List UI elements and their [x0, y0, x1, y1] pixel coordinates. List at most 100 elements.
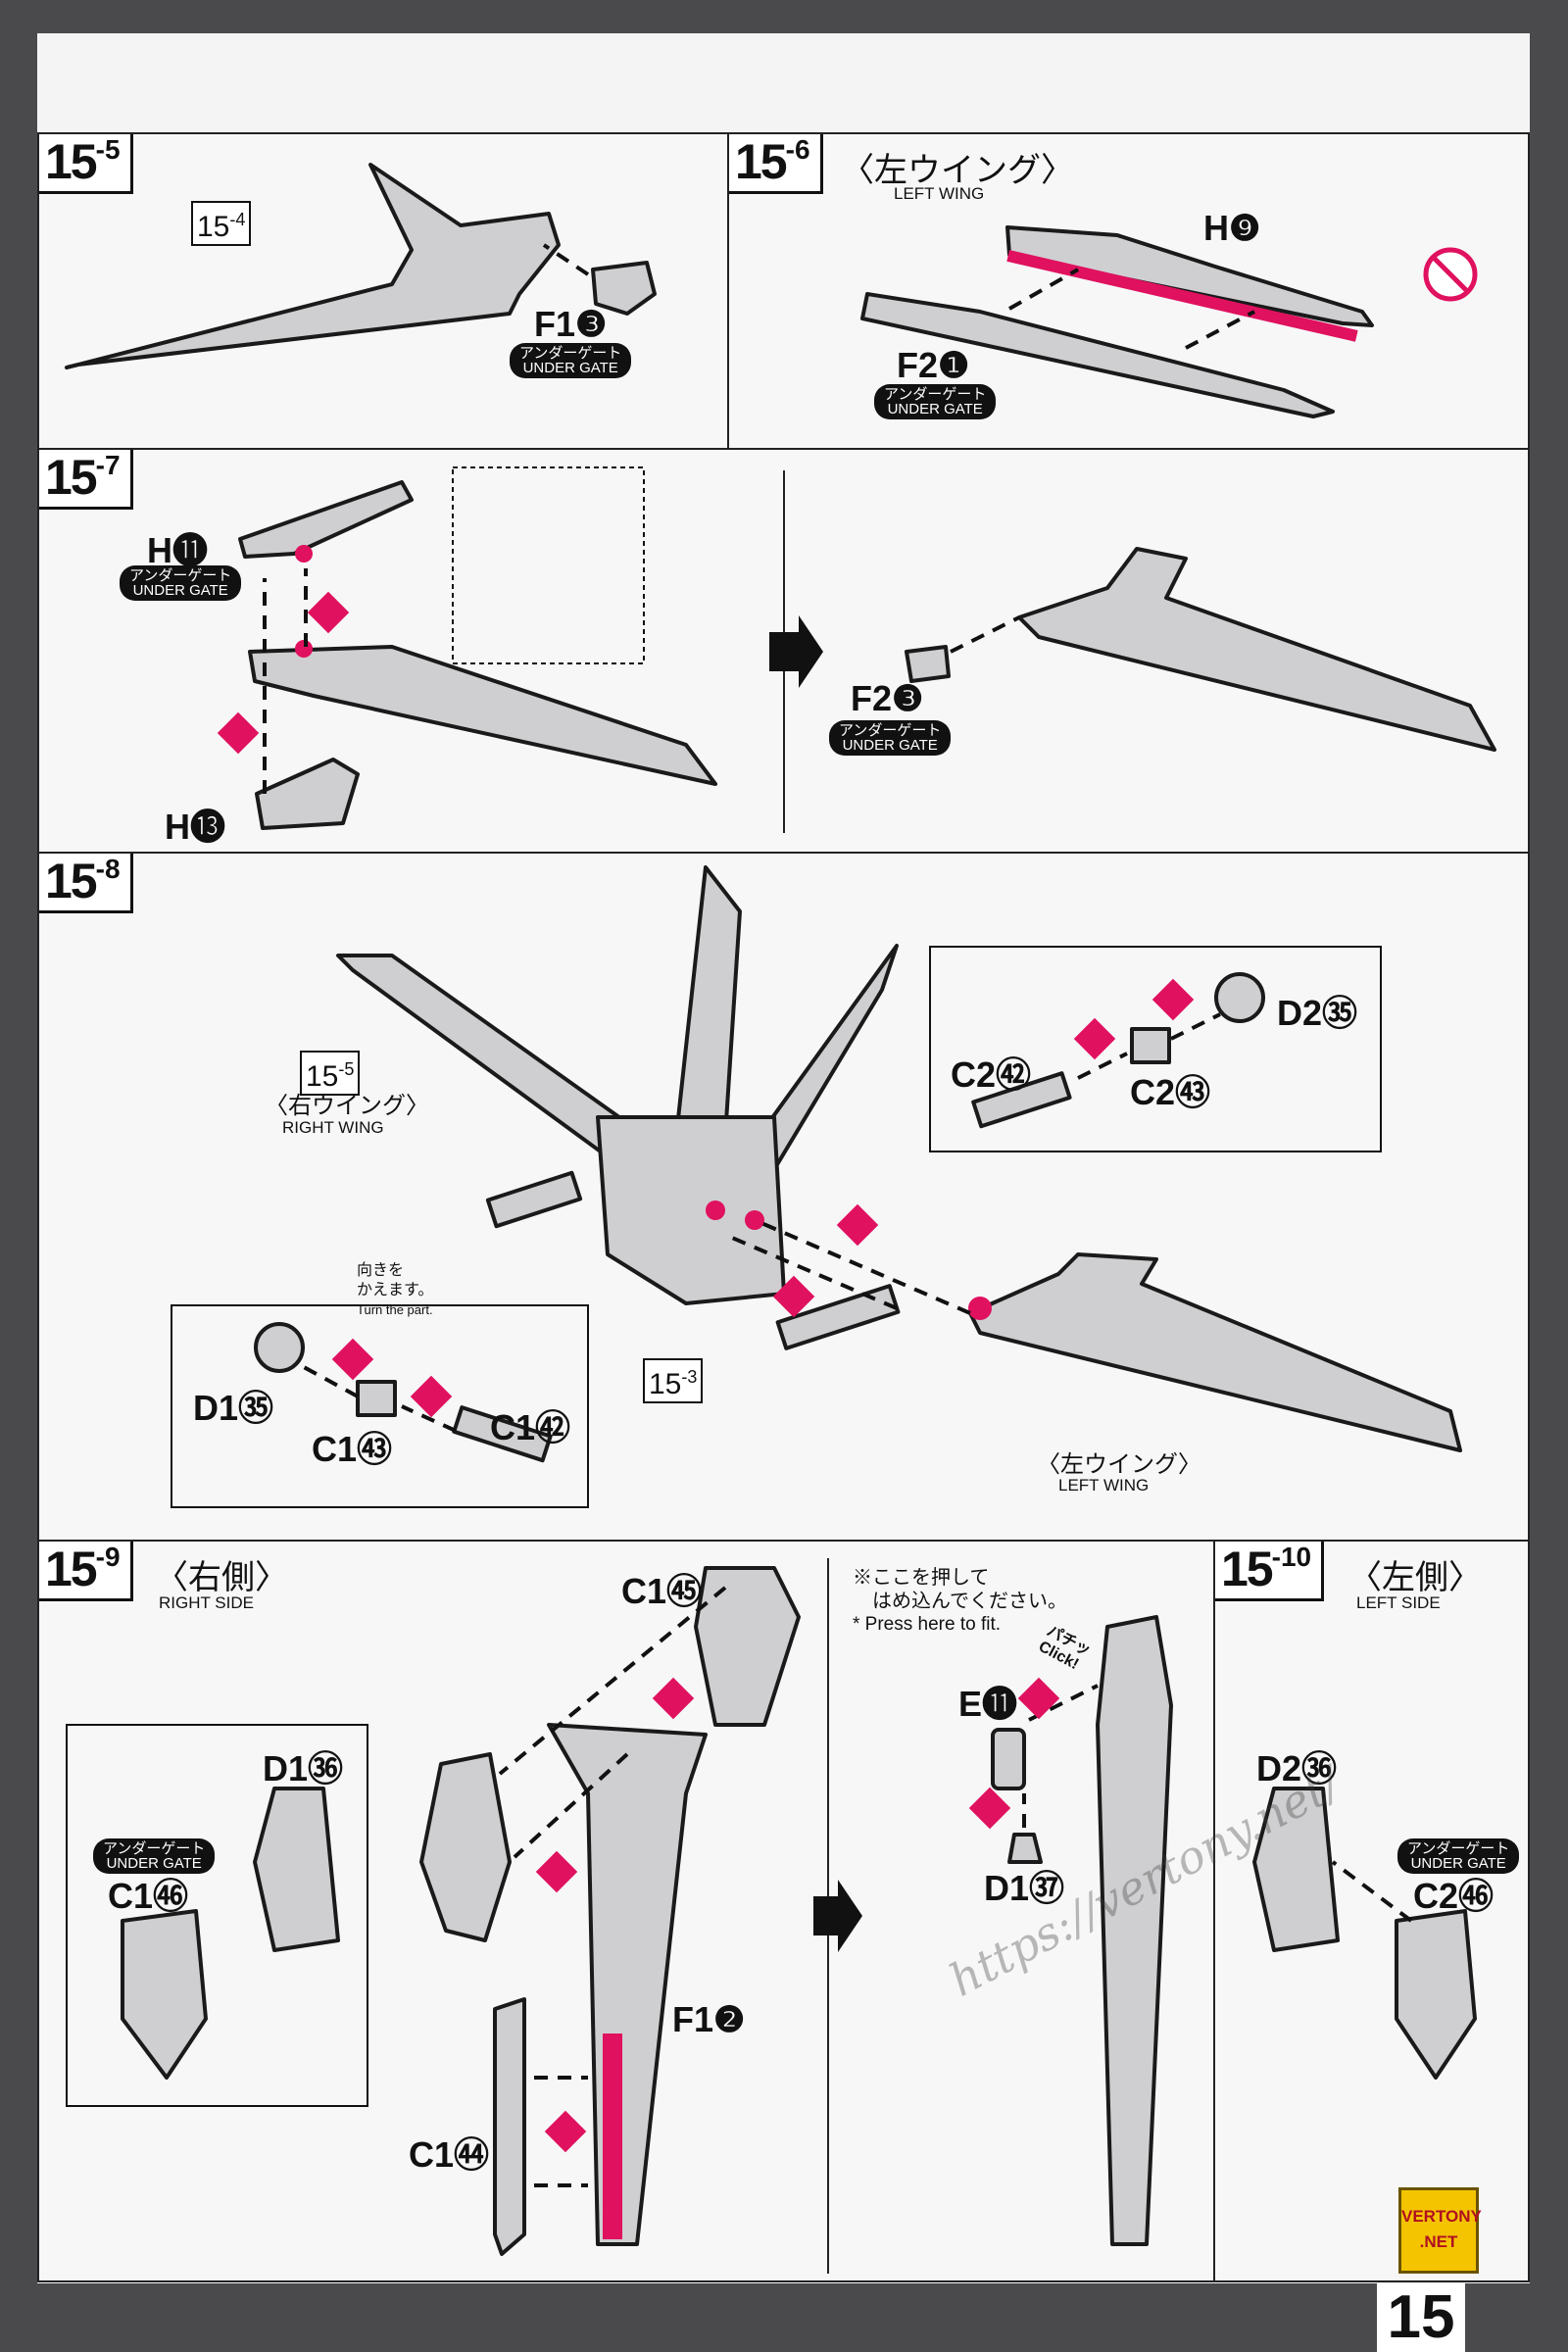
step-number: 15 [735, 134, 788, 189]
part-label-d2-36: D2㊱ [1256, 1748, 1338, 1788]
f2-part [860, 292, 1335, 418]
order-marker-1 [1073, 1017, 1116, 1060]
c2-42-part [971, 1071, 1072, 1129]
part-label-c1-44: C1㊹ [409, 2134, 490, 2175]
c2-43-part [1130, 1027, 1171, 1064]
order-marker-1 [968, 1787, 1011, 1830]
wing-assembled [1017, 547, 1496, 752]
gate-jp: アンダーゲート [103, 1840, 206, 1857]
vertony-logo: VERTONY .NET [1398, 2187, 1482, 2274]
gate-en: UNDER GATE [106, 1855, 202, 1872]
part-label-f1-2: F1❷ [672, 1999, 746, 2039]
left-wing-title: 〈左ウイング〉 [1037, 1451, 1201, 1478]
d2-36-part [1252, 1787, 1340, 1952]
step-number: 15 [45, 854, 98, 908]
section-subtitle: RIGHT SIDE [159, 1593, 254, 1612]
vertical-part [1096, 1615, 1173, 2246]
gate-jp: アンダーゲート [1407, 1840, 1510, 1857]
section-title: 〈右側〉 [155, 1559, 288, 1596]
part-label-d1-36: D1㊱ [263, 1748, 344, 1788]
ref-number: 15 [197, 211, 230, 243]
part-label-h11: H⓫ [147, 530, 208, 570]
gate-jp: アンダーゲート [839, 722, 942, 739]
section-subtitle: LEFT WING [894, 184, 985, 203]
step-sub: -8 [95, 854, 121, 884]
gate-en: UNDER GATE [1410, 1855, 1506, 1872]
step-number: 15 [45, 134, 98, 189]
part-label-c1-46: C1㊻ [108, 1876, 189, 1916]
order-marker-1 [410, 1375, 453, 1418]
order-marker-2 [1017, 1677, 1060, 1720]
h11-part [238, 480, 414, 559]
part-label-c2-42: C2㊷ [951, 1054, 1032, 1095]
d2-35-part [1214, 972, 1265, 1023]
d1-35-part [254, 1322, 305, 1373]
note-line: * Press here to fit. [853, 1614, 1002, 1635]
page-number: 15 [1377, 2283, 1465, 2352]
f1-part [591, 261, 657, 316]
part-label-f1-3: F1❸ [534, 304, 608, 344]
order-marker-2 [217, 711, 260, 755]
gate-en: UNDER GATE [522, 360, 618, 376]
press-here-note: ※ここを押して はめ込んでください。* Press here to fit. [853, 1566, 1067, 1637]
body-core [596, 1115, 786, 1305]
wing-part [248, 645, 717, 786]
logo-text: VERTONY [1401, 2207, 1482, 2226]
section-subtitle: LEFT SIDE [1356, 1593, 1441, 1612]
part-label-d2-35: D2㉟ [1277, 993, 1358, 1033]
d1-37-part [1007, 1833, 1043, 1864]
logo-text: .NET [1419, 2232, 1458, 2251]
gate-jp: アンダーゲート [129, 567, 232, 584]
shaft-part [775, 1284, 901, 1350]
right-wing-title: 〈右ウイング〉 [265, 1093, 429, 1119]
gate-jp: アンダーゲート [519, 345, 622, 362]
c2-46-part [1395, 1909, 1477, 2080]
part-label-c1-45: C1㊺ [621, 1571, 703, 1611]
section-title: 〈左ウイング〉 [841, 152, 1074, 189]
part-label-h9: H❾ [1203, 208, 1261, 248]
ref-number: 15 [649, 1368, 682, 1400]
note-line: ※ここを押して [853, 1567, 990, 1589]
note-line: Turn the part. [357, 1302, 433, 1317]
part-label-f2-3: F2❸ [851, 678, 924, 718]
step-sub: -5 [95, 134, 121, 165]
c1-43-part [356, 1380, 397, 1417]
ref-number: 15 [306, 1060, 339, 1093]
part-label-e11: E⓫ [958, 1684, 1018, 1724]
step-badge-15-9: 15-9 [39, 1542, 133, 1601]
part-label-f2-1: F2❶ [897, 345, 970, 385]
no-cut-icon [1423, 247, 1478, 302]
e11-part [991, 1728, 1026, 1790]
gate-en: UNDER GATE [887, 401, 983, 417]
part-label-d1-37: D1㊲ [984, 1868, 1065, 1908]
detail-inset [452, 466, 645, 664]
ref-sub: -5 [338, 1059, 355, 1079]
step-badge-15-6: 15-6 [729, 134, 823, 194]
panel-15-8 [37, 852, 1530, 1542]
shaft-part [485, 1170, 583, 1229]
step-badge-15-8: 15-8 [39, 854, 133, 913]
accent-strip [603, 2034, 622, 2239]
detail-inset [929, 946, 1382, 1152]
part-label-c2-43: C2㊸ [1130, 1072, 1211, 1112]
step-badge-15-10: 15-10 [1215, 1542, 1325, 1601]
h9-part [1005, 225, 1374, 327]
wing-part [65, 163, 561, 369]
step-number: 15 [45, 1542, 98, 1596]
order-marker-2 [652, 1677, 695, 1720]
note-line: かえます。 [357, 1282, 434, 1298]
step-number: 15 [45, 450, 98, 505]
gate-jp: アンダーゲート [884, 386, 987, 403]
section-title: 〈左側〉 [1348, 1559, 1482, 1596]
note-line: 向きを [357, 1262, 405, 1279]
c1-42-part [452, 1405, 553, 1463]
part-label-c2-46: C2㊻ [1413, 1876, 1494, 1916]
step-badge-15-5: 15-5 [39, 134, 133, 194]
order-marker-4 [836, 1203, 879, 1247]
